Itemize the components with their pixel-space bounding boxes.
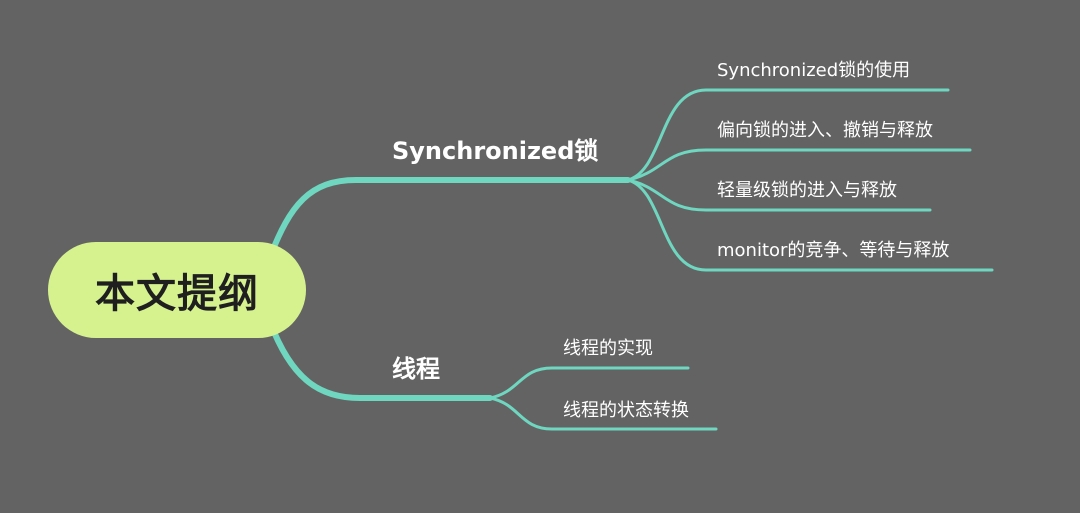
root-to-synchronized-connector [267, 177, 631, 260]
synchronized-child-1-connector [626, 88, 950, 182]
leaf-label: 偏向锁的进入、撤销与释放 [717, 120, 933, 141]
branch-synchronized-label: Synchronized锁 [392, 137, 599, 165]
leaf-label: 线程的实现 [563, 338, 653, 359]
thread-child-2-connector [488, 396, 718, 431]
synchronized-child-4-connector [626, 178, 994, 272]
branch-thread[interactable]: 线程 [392, 349, 440, 384]
branch-thread-label: 线程 [392, 355, 440, 383]
leaf-label: 轻量级锁的进入与释放 [717, 180, 897, 201]
synchronized-child-2-connector [626, 148, 972, 182]
synchronized-child-3-connector [626, 178, 932, 212]
leaf-label: Synchronized锁的使用 [717, 60, 911, 81]
root-topic[interactable]: 本文提纲 [48, 242, 306, 338]
root-to-thread-connector [267, 319, 493, 401]
leaf-thread-state-transition[interactable]: 线程的状态转换 [563, 396, 689, 422]
branch-synchronized[interactable]: Synchronized锁 [392, 131, 598, 166]
leaf-lightweight-lock[interactable]: 轻量级锁的进入与释放 [717, 176, 897, 202]
leaf-synchronized-usage[interactable]: Synchronized锁的使用 [717, 56, 910, 82]
leaf-label: monitor的竞争、等待与释放 [717, 240, 950, 261]
thread-child-1-connector [488, 366, 690, 400]
leaf-thread-implementation[interactable]: 线程的实现 [563, 334, 653, 360]
leaf-monitor[interactable]: monitor的竞争、等待与释放 [717, 236, 949, 262]
leaf-biased-lock[interactable]: 偏向锁的进入、撤销与释放 [717, 116, 933, 142]
root-topic-label: 本文提纲 [95, 271, 259, 317]
leaf-label: 线程的状态转换 [563, 400, 689, 421]
